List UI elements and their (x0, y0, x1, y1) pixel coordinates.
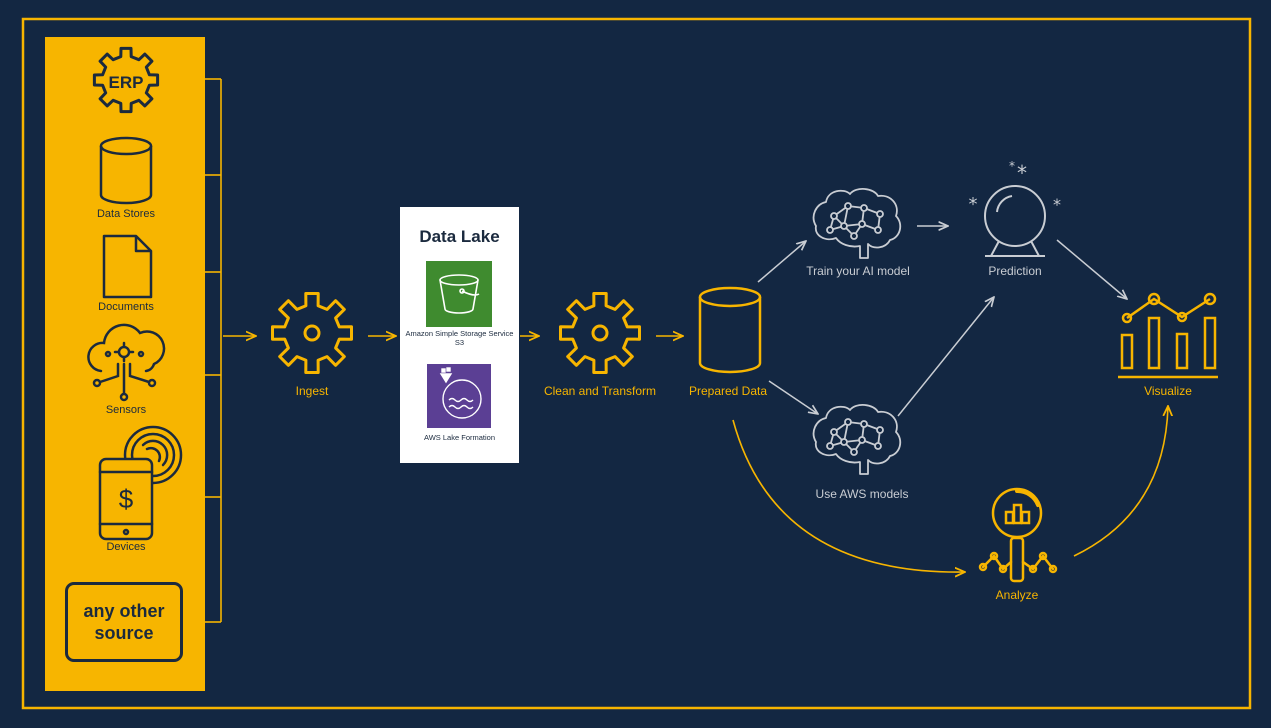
documents-label: Documents (98, 301, 154, 313)
other-source-box: any other source (65, 582, 183, 662)
svg-text:$: $ (119, 484, 134, 514)
train-model-brain-icon (812, 188, 902, 259)
model-arrows (757, 226, 1127, 417)
prepared-data-label: Prepared Data (688, 384, 768, 398)
ingest-gear-icon (271, 292, 353, 374)
visualize-chart-icon (1118, 292, 1218, 379)
clean-transform-label: Clean and Transform (543, 384, 657, 398)
erp-gear-icon (92, 46, 160, 114)
s3-bucket-icon (426, 261, 492, 327)
clean-transform-gear-icon (559, 292, 641, 374)
document-icon (102, 234, 153, 299)
svg-text:*: * (1053, 195, 1061, 214)
train-model-label: Train your AI model (806, 264, 910, 278)
lake-formation-icon (427, 364, 491, 428)
data-lake-title: Data Lake (419, 227, 500, 246)
prepared-data-icon (698, 286, 762, 374)
analyze-label: Analyze (995, 588, 1039, 602)
crystal-ball-icon: * * * * (969, 159, 1061, 257)
prediction-label: Prediction (988, 264, 1042, 278)
lake-formation-caption: AWS Lake Formation (424, 433, 495, 442)
outer-frame (21, 17, 1252, 710)
other-source-label: any other source (83, 601, 165, 643)
svg-text:*: * (1009, 159, 1015, 173)
aws-models-brain-icon (812, 404, 902, 475)
database-icon (99, 136, 153, 205)
devices-label: Devices (106, 541, 146, 553)
use-aws-models-label: Use AWS models (815, 487, 909, 501)
sources-bracket (205, 78, 222, 623)
ingest-label: Ingest (295, 384, 329, 398)
visualize-label: Visualize (1144, 384, 1192, 398)
data-stores-label: Data Stores (96, 208, 156, 220)
flow-arrows (223, 336, 1168, 572)
analyze-magnifier-icon (978, 487, 1058, 583)
mobile-payment-icon: $ (98, 425, 183, 541)
sensors-cloud-icon (87, 323, 166, 402)
erp-label: ERP (109, 73, 144, 92)
svg-text:*: * (1017, 161, 1027, 185)
sensors-label: Sensors (105, 404, 147, 416)
data-lake-card: Data Lake Amazon Simple Storage Service … (400, 207, 519, 463)
s3-caption: Amazon Simple Storage Service S3 (405, 329, 514, 347)
svg-text:*: * (969, 194, 978, 215)
